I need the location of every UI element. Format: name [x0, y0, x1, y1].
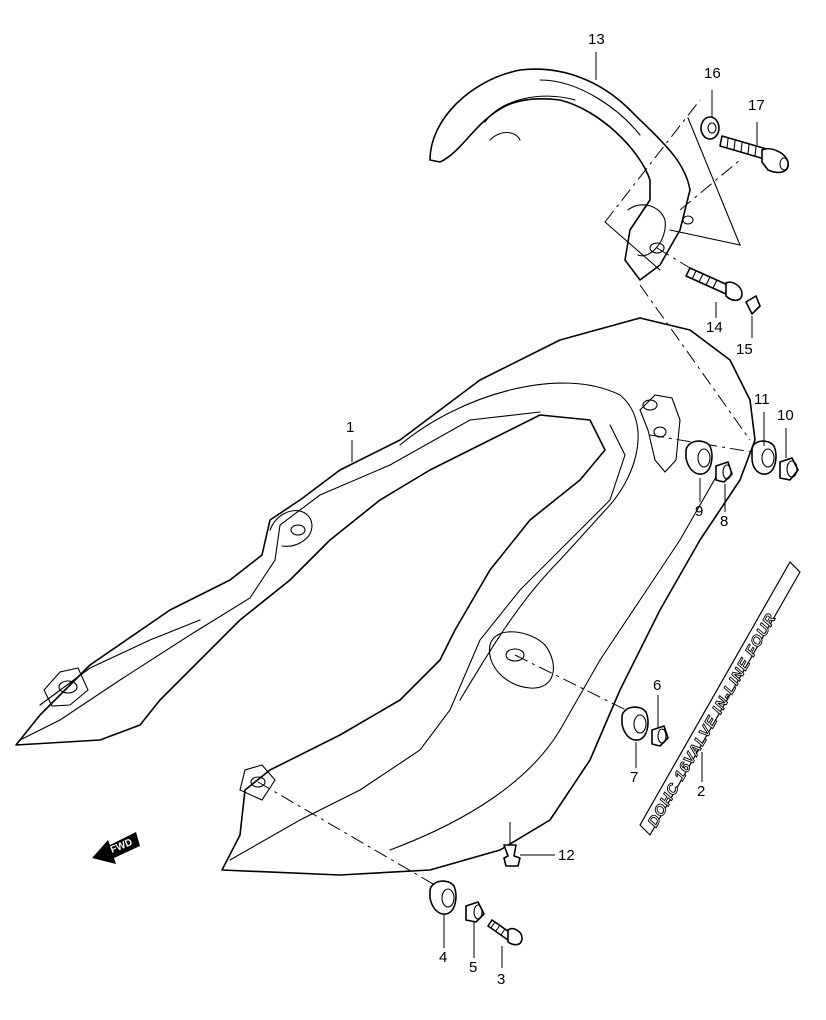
- seat-tail-cover: [15, 317, 756, 876]
- assembly-line-handle: [604, 99, 701, 223]
- callout-3: 3: [497, 971, 505, 988]
- callout-7: 7: [630, 769, 638, 786]
- leader-lines: [351, 52, 787, 968]
- collar-8: [715, 461, 733, 483]
- callout-12: 12: [558, 847, 575, 864]
- callout-17: 17: [748, 97, 765, 114]
- nut-15: [745, 295, 761, 315]
- collar-10: [779, 457, 799, 481]
- bolt-14: [685, 267, 743, 302]
- callout-11: 11: [754, 391, 770, 408]
- collar-5: [465, 901, 485, 923]
- bolt-17: [719, 135, 790, 174]
- callout-4: 4: [439, 949, 447, 966]
- callout-numbers: 13 16 17 14 15 1 11 10 9 8 6 7 2 12 4 5 …: [346, 31, 794, 988]
- clip-12: [503, 844, 521, 867]
- forward-arrow: FWD: [92, 832, 140, 864]
- assembly-line-mid-mount: [514, 654, 631, 713]
- bolt-3: [487, 919, 523, 946]
- grommet-7: [621, 706, 649, 741]
- grommet-11: [751, 440, 777, 475]
- decal-text: DOHC 16VALVE IN-LINE FOUR: [645, 610, 780, 830]
- assembly-line-bracket: [679, 159, 741, 211]
- pillion-handle: [429, 68, 694, 281]
- callout-8: 8: [720, 513, 728, 530]
- callout-16: 16: [704, 65, 721, 82]
- callout-15: 15: [736, 341, 753, 358]
- assembly-line-rear: [639, 284, 751, 441]
- callout-2: 2: [697, 783, 705, 800]
- callout-10: 10: [777, 407, 794, 424]
- callout-9: 9: [695, 503, 703, 520]
- mount-bracket-outline: [604, 117, 741, 271]
- grommet-4: [429, 880, 457, 915]
- callout-14: 14: [706, 319, 723, 336]
- callout-6: 6: [653, 677, 661, 694]
- assembly-line-front-mount: [257, 781, 441, 889]
- callout-1: 1: [346, 419, 354, 436]
- collar-6: [651, 725, 669, 747]
- callout-5: 5: [469, 959, 477, 976]
- grommet-9: [685, 440, 713, 475]
- washer-16: [700, 116, 720, 140]
- assembly-line-bolt-14: [656, 247, 691, 269]
- callout-13: 13: [588, 31, 605, 48]
